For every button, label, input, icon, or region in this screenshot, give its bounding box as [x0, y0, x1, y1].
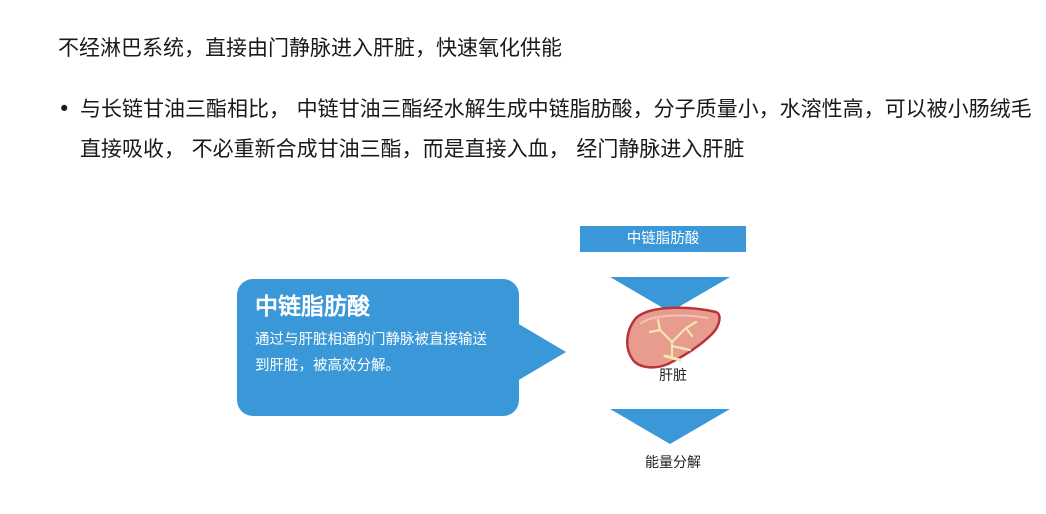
down-arrow-icon	[610, 409, 730, 444]
bullet-dot: •	[58, 97, 71, 121]
page-heading: 不经淋巴系统，直接由门静脉进入肝脏，快速氧化供能	[58, 36, 562, 60]
liver-icon	[626, 306, 721, 369]
flow-top-label: 中链脂肪酸	[580, 226, 746, 252]
bullet-text: 与长链甘油三酯相比， 中链甘油三酯经水解生成中链脂肪酸，分子质量小，水溶性高，可…	[80, 97, 1032, 161]
callout-title: 中链脂肪酸	[255, 294, 370, 320]
result-label: 能量分解	[645, 455, 701, 471]
bullet-item: • 与长链甘油三酯相比， 中链甘油三酯经水解生成中链脂肪酸，分子质量小，水溶性高…	[58, 89, 1038, 169]
down-arrow-icon	[610, 277, 730, 312]
callout-description: 通过与肝脏相通的门静脉被直接输送到肝脏，被高效分解。	[255, 332, 487, 374]
liver-label: 肝脏	[659, 368, 687, 384]
callout-box: 中链脂肪酸 通过与肝脏相通的门静脉被直接输送到肝脏，被高效分解。	[237, 279, 519, 416]
callout-pointer	[512, 320, 566, 384]
